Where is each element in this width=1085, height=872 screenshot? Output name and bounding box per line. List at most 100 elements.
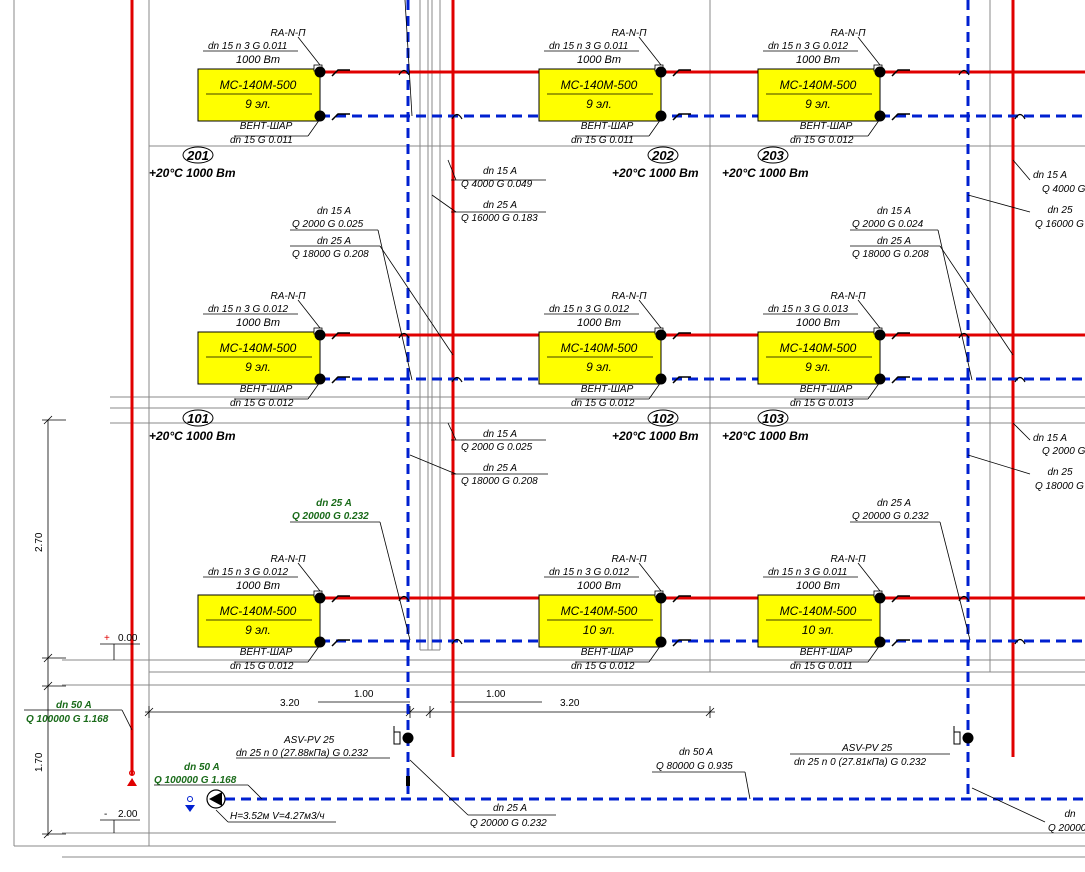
- pipe-diameter-label: dn 15 A: [1033, 170, 1067, 181]
- radiator-vent-name: ВЕНТ-ШАР: [581, 384, 634, 395]
- fitting-icon: [672, 69, 691, 77]
- radiator-body: [757, 331, 881, 385]
- radiator-valve-spec: dn 15 n 3 G 0.011: [768, 567, 847, 578]
- radiator-valve-name: RA-N-П: [611, 554, 647, 565]
- return-connection-icon: [874, 373, 886, 385]
- radiator-valve-name: RA-N-П: [830, 554, 866, 565]
- pipe-flow-label: Q 20000: [1048, 823, 1085, 834]
- radiator-power: 1000 Вт: [236, 580, 280, 592]
- radiator-valve-spec: dn 15 n 3 G 0.012: [549, 567, 630, 578]
- return-connection-icon: [874, 110, 886, 122]
- dimension-1-00-left: 1.00: [354, 689, 374, 700]
- radiator-vent-spec: dn 15 G 0.012: [571, 661, 635, 672]
- radiator-valve-spec: dn 15 n 3 G 0.012: [208, 567, 289, 578]
- pipe-diameter-label: dn 25: [1047, 467, 1072, 478]
- radiator-model: МС-140М-500: [561, 78, 638, 92]
- room-number: 103: [762, 411, 784, 426]
- leader-lines: [24, 0, 1046, 823]
- room-number-frame: [182, 146, 214, 164]
- radiators: RA-N-П dn 15 n 3 G 0.011 1000 Вт МС-140М-50…: [197, 28, 910, 672]
- room-temperature: +20°C 1000 Вт: [149, 429, 236, 443]
- dimension-3-20-left: 3.20: [280, 698, 300, 709]
- pipe-diameter-label: dn 25: [1047, 205, 1072, 216]
- fitting-icon: [672, 595, 691, 603]
- room-number: 101: [187, 411, 209, 426]
- asv-left-name: ASV-PV 25: [283, 735, 335, 746]
- radiator-valve-spec: dn 15 n 3 G 0.011: [549, 41, 628, 52]
- radiator-power: 1000 Вт: [796, 54, 840, 66]
- radiator-vent-name: ВЕНТ-ШАР: [800, 647, 853, 658]
- supply-connection-icon: [874, 66, 886, 78]
- radiator-vent-name: ВЕНТ-ШАР: [581, 647, 634, 658]
- elevation-bottom-value: 2.00: [118, 809, 138, 820]
- radiator-body: [538, 594, 662, 648]
- radiator-body: [197, 594, 321, 648]
- room-temperature: +20°C 1000 Вт: [722, 166, 809, 180]
- radiator-sections: 9 эл.: [805, 360, 831, 374]
- radiator-vent-name: ВЕНТ-ШАР: [800, 121, 853, 132]
- riser-valve-icon: [406, 776, 410, 786]
- radiator-sections: 9 эл.: [586, 97, 612, 111]
- radiator-model: МС-140М-500: [780, 341, 857, 355]
- radiator-valve-spec: dn 15 n 3 G 0.013: [768, 304, 849, 315]
- dimension-1-00-right: 1.00: [486, 689, 506, 700]
- radiator-model: МС-140М-500: [220, 604, 297, 618]
- radiator-vent-spec: dn 15 G 0.012: [571, 398, 635, 409]
- main-left-q: Q 100000 G 1.168: [26, 714, 109, 725]
- return-connection-icon: [655, 636, 667, 648]
- radiator-vent-spec: dn 15 G 0.011: [790, 661, 853, 672]
- pipe-crossing-icon: [1014, 376, 1026, 383]
- asv-right-spec: dn 25 n 0 (27.81кПа) G 0.232: [794, 757, 926, 768]
- fitting-icon: [891, 113, 910, 121]
- radiator-vent-name: ВЕНТ-ШАР: [240, 647, 293, 658]
- radiator-vent-name: ВЕНТ-ШАР: [581, 121, 634, 132]
- pipe-diameter-label: dn 50 A: [679, 747, 713, 758]
- pipe-diameter-label: dn 15 A: [483, 429, 517, 440]
- elevation-top-sign: +: [104, 633, 110, 644]
- radiator-vent-spec: dn 15 G 0.011: [230, 135, 293, 146]
- radiator-vent-spec: dn 15 G 0.011: [571, 135, 634, 146]
- pipe-flow-label: Q 4000 G 0.0: [1042, 184, 1085, 195]
- radiator-valve-name: RA-N-П: [270, 291, 306, 302]
- return-connection-icon: [874, 636, 886, 648]
- fitting-icon: [891, 595, 910, 603]
- pipe-flow-label: Q 2000 G 0.025: [461, 442, 533, 453]
- room-number: 201: [186, 148, 209, 163]
- radiator-valve-spec: dn 15 n 3 G 0.012: [549, 304, 630, 315]
- fitting-icon: [672, 639, 691, 647]
- radiator-power: 1000 Вт: [577, 580, 621, 592]
- radiator: RA-N-П dn 15 n 3 G 0.012 1000 Вт МС-140М-50…: [538, 554, 691, 672]
- radiator-model: МС-140М-500: [780, 78, 857, 92]
- radiator-valve-name: RA-N-П: [611, 28, 647, 39]
- room-number-frame: [757, 146, 789, 164]
- supply-connection-icon: [874, 329, 886, 341]
- radiator-model: МС-140М-500: [780, 604, 857, 618]
- radiator-body: [757, 68, 881, 122]
- supply-connection-icon: [655, 66, 667, 78]
- pipe-flow-label: Q 18000 G 0.208: [461, 476, 538, 487]
- dimension-basement-height: 1.70: [34, 752, 45, 772]
- radiator-valve-name: RA-N-П: [611, 291, 647, 302]
- radiator-vent-spec: dn 15 G 0.012: [790, 135, 854, 146]
- pipe-diameter-label: dn 25 A: [877, 498, 911, 509]
- radiator-body: [538, 68, 662, 122]
- pipe-diameter-label: dn: [1064, 809, 1076, 820]
- fitting-icon: [891, 332, 910, 340]
- elevation-bottom-sign: -: [104, 809, 107, 820]
- fitting-icon: [891, 376, 910, 384]
- pipe-diameter-label: dn 15 A: [483, 166, 517, 177]
- radiator-power: 1000 Вт: [796, 317, 840, 329]
- fitting-icon: [331, 113, 350, 121]
- supply-connection-icon: [655, 329, 667, 341]
- supply-connection-icon: [314, 329, 326, 341]
- radiator-model: МС-140М-500: [561, 604, 638, 618]
- pipe-diameter-label: dn 25 A: [316, 498, 352, 509]
- return-connection-icon: [655, 373, 667, 385]
- radiator-vent-spec: dn 15 G 0.012: [230, 398, 294, 409]
- pipe-crossing-icon: [958, 69, 970, 76]
- pipe-crossing-icon: [451, 113, 463, 120]
- pipe-crossing-icon: [1014, 638, 1026, 645]
- radiator-valve-name: RA-N-П: [270, 28, 306, 39]
